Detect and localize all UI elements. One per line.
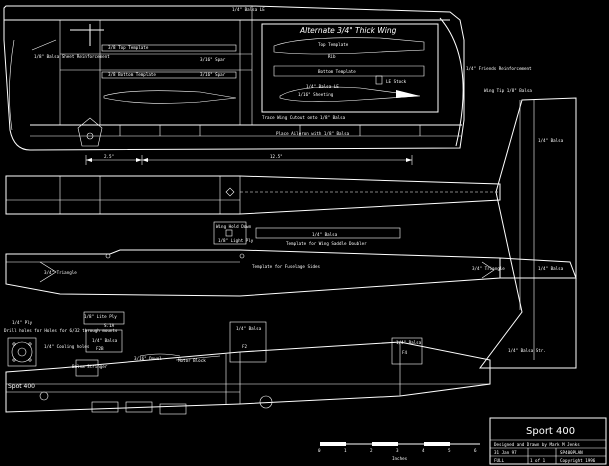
dimension-left: 2.5" bbox=[104, 154, 114, 159]
balsa-f2-label: 1/4" Balsa bbox=[236, 326, 262, 331]
scale-tick-4: 4 bbox=[422, 448, 425, 453]
wing-hold-down-label: Wing Hold Down bbox=[216, 224, 252, 229]
scale-tick-0: 0 bbox=[318, 448, 321, 453]
triangle-right-label: 3/4" Triangle bbox=[472, 266, 505, 271]
dimension-right: 12.5" bbox=[270, 154, 283, 159]
f2-label: F2 bbox=[242, 344, 248, 349]
scale-tick-3: 3 bbox=[396, 448, 399, 453]
balsa-strip-label: 1/4" Balsa bbox=[312, 232, 338, 237]
spar-label-bottom: 3/16" Spar bbox=[200, 72, 226, 77]
fin-balsa-label: 1/4" Balsa bbox=[538, 138, 564, 143]
dowel-label: 3/16" Dowel bbox=[134, 356, 162, 361]
f2b-label: F2B bbox=[96, 346, 104, 351]
friends-reinforcement-label: 1/4" Friends Reinforcement bbox=[466, 66, 532, 71]
spar-label-top: 3/16" Spar bbox=[200, 57, 226, 62]
light-ply-label: 1/8" Light Ply bbox=[218, 238, 254, 243]
fin-outline: 1/4" Balsa 1/4" Balsa Str. bbox=[479, 97, 577, 369]
alt-bottom-template-label: Bottom Template bbox=[318, 69, 356, 74]
fuselage-top-view bbox=[5, 175, 501, 215]
sheeting-label: 1/16" Sheeting bbox=[298, 92, 334, 97]
fin-strip-label: 1/4" Balsa Str. bbox=[508, 348, 546, 353]
drawing-no-text: SP400PLAN bbox=[560, 450, 583, 455]
copyright-text: Copyright 1996 bbox=[560, 458, 596, 463]
scale-bar: 0 1 2 3 4 5 6 Inches bbox=[318, 442, 480, 461]
alt-top-template-label: Top Template bbox=[318, 42, 349, 47]
size-text: FULL bbox=[494, 458, 505, 463]
designer-text: Designed and Drawn by Mark M Jenks bbox=[494, 442, 580, 447]
motor-block-label: Motor Block bbox=[178, 358, 206, 363]
sheet-text: 1 of 1 bbox=[530, 458, 546, 463]
alternate-wing-title: Alternate 3/4" Thick Wing bbox=[299, 26, 397, 35]
side-light-ply-label: 1/8" Lite Ply bbox=[84, 314, 117, 319]
wing-top-view: 1/4" Balsa LE 1/8" Balsa Sheet Reinforce… bbox=[3, 5, 532, 151]
top-template-label: 3/8 Top Template bbox=[108, 45, 149, 50]
wing-saddle-area: Wing Hold Down 1/8" Light Ply 1/4" Balsa… bbox=[213, 221, 401, 246]
dimension-line: 2.5" 12.5" bbox=[85, 154, 413, 165]
scale-tick-2: 2 bbox=[370, 448, 373, 453]
cutout-label: Trace Wing Cutout onto 1/8" Balsa bbox=[262, 115, 346, 120]
bottom-template-label: 3/8 Bottom Template bbox=[108, 72, 156, 77]
side-ply-label: 1/4" Ply bbox=[12, 320, 33, 325]
scale-tick-1: 1 bbox=[344, 448, 347, 453]
title-text: Sport 400 bbox=[526, 426, 575, 437]
wing-tip-label: Wing Tip 1/8" Balsa bbox=[484, 88, 532, 93]
balsa-stringer-label: Balsa Stringer bbox=[72, 364, 108, 369]
stab-balsa-label: 1/4" Balsa bbox=[538, 266, 564, 271]
fuselage-template-label: Template for Fuselage Sides bbox=[252, 264, 321, 269]
hinge-label: 1/4" Balsa bbox=[396, 340, 422, 345]
title-block: Sport 400 Designed and Drawn by Mark M J… bbox=[489, 417, 607, 465]
date-text: 31 Jan 97 bbox=[494, 450, 517, 455]
f4-label: F4 bbox=[402, 350, 408, 355]
wing-saddle-template-label: Template for Wing Saddle Doubler bbox=[286, 241, 367, 246]
sl-a-label: S.1A bbox=[104, 323, 115, 328]
alt-balsa-le-label: 1/4" Balsa LE bbox=[306, 84, 339, 89]
scale-tick-6: 6 bbox=[474, 448, 477, 453]
place-label: Place Aileron with 1/8" Balsa bbox=[276, 131, 350, 136]
scale-tick-5: 5 bbox=[448, 448, 451, 453]
spot-label: Spot 400 bbox=[8, 383, 35, 390]
fuselage-side-view: 1/8" Lite Ply 1/4" Ply Drill holes for H… bbox=[4, 311, 491, 415]
balsa-le-label: 1/4" Balsa LE bbox=[232, 7, 265, 12]
le-stock-label: LE Stock bbox=[386, 79, 407, 84]
balsa-reinforcement-label: 1/8" Balsa Sheet Reinforcement bbox=[34, 54, 110, 59]
balsa-top-label: 1/4" Balsa bbox=[92, 338, 118, 343]
fuselage-side-template: 3/4" Triangle 3/4" Triangle Template for… bbox=[5, 249, 505, 297]
cooling-label: 1/4" Cooling holes bbox=[44, 344, 90, 349]
rib-label: Rib bbox=[328, 54, 336, 59]
drill-note-label: Drill holes for Holes for 6/32 through m… bbox=[4, 328, 118, 333]
stab-outline: 1/4" Balsa bbox=[499, 257, 577, 279]
scale-label: Inches bbox=[392, 456, 408, 461]
alternate-wing-panel: Alternate 3/4" Thick Wing Top Template B… bbox=[261, 23, 439, 113]
triangle-left-label: 3/4" Triangle bbox=[44, 270, 77, 275]
